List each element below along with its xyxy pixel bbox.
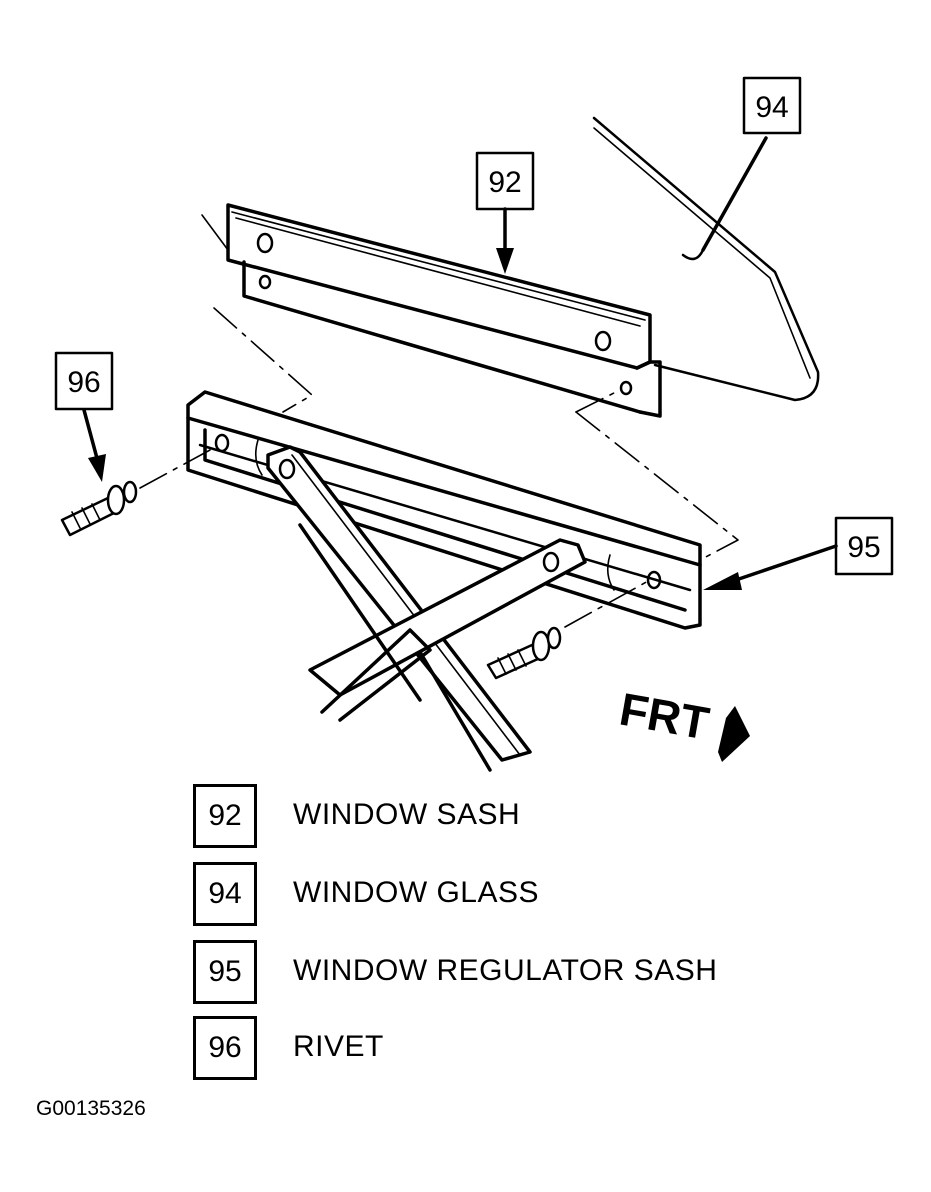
window-regulator-sash bbox=[186, 390, 702, 630]
legend-number-box: 92 bbox=[193, 784, 257, 848]
frt-label: FRT bbox=[616, 683, 713, 750]
front-direction-indicator: FRT bbox=[616, 683, 713, 750]
legend-description: RIVET bbox=[293, 1030, 384, 1063]
legend-row: 95 WINDOW REGULATOR SASH bbox=[193, 940, 793, 1004]
callout-92: 92 bbox=[475, 151, 535, 274]
legend-row: 94 WINDOW GLASS bbox=[193, 862, 793, 926]
svg-text:96: 96 bbox=[67, 366, 100, 399]
legend-row: 92 WINDOW SASH bbox=[193, 784, 793, 848]
callout-96: 96 bbox=[54, 351, 114, 482]
arrow-92-head bbox=[496, 248, 514, 274]
callout-94: 94 bbox=[681, 76, 802, 261]
window-glass bbox=[592, 116, 820, 402]
callout-95: 95 bbox=[703, 516, 894, 590]
sash-hole-right bbox=[594, 330, 612, 352]
legend-row: 96 RIVET bbox=[193, 1016, 793, 1080]
sash-hole-left bbox=[256, 232, 274, 254]
legend-number-box: 95 bbox=[193, 940, 257, 1004]
rivet-left bbox=[60, 480, 138, 537]
window-sash bbox=[201, 203, 662, 418]
legend-number-box: 94 bbox=[193, 862, 257, 926]
assembly-centerlines bbox=[139, 307, 739, 628]
svg-text:95: 95 bbox=[847, 531, 880, 564]
svg-text:92: 92 bbox=[488, 166, 521, 199]
rivet-right bbox=[486, 626, 562, 680]
legend-description: WINDOW GLASS bbox=[293, 876, 540, 909]
legend-description: WINDOW REGULATOR SASH bbox=[293, 954, 718, 987]
figure-id: G00135326 bbox=[36, 1097, 146, 1120]
svg-text:94: 94 bbox=[755, 91, 788, 124]
front-direction-arrow-icon bbox=[718, 706, 750, 762]
legend-number-box: 96 bbox=[193, 1016, 257, 1080]
arrow-96-head bbox=[88, 454, 106, 482]
arrow-95-head bbox=[703, 572, 742, 590]
legend-description: WINDOW SASH bbox=[293, 798, 521, 831]
regulator-arms bbox=[266, 445, 587, 772]
